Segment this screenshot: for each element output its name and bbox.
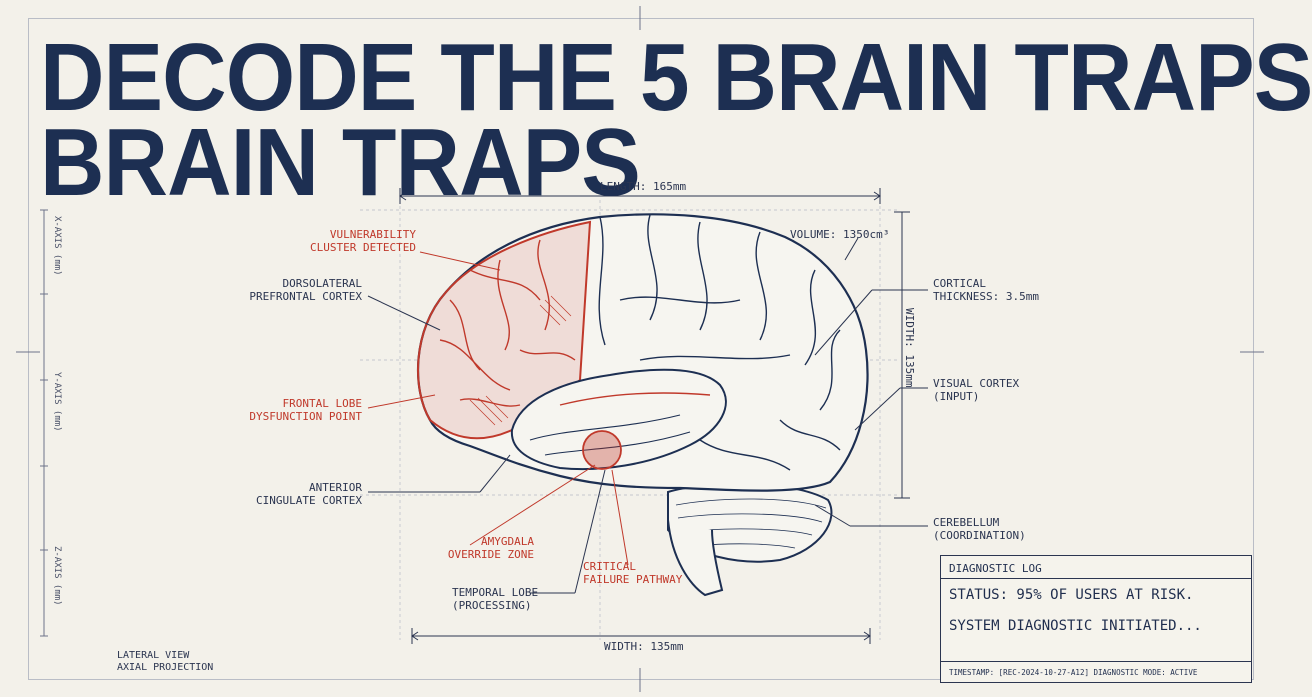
projection-label: AXIAL PROJECTION [117, 662, 214, 673]
log-initiated: SYSTEM DIAGNOSTIC INITIATED... [949, 618, 1202, 634]
dimension-width-vertical [894, 211, 910, 499]
dimension-length [399, 188, 881, 204]
leader-lines-red [367, 251, 629, 566]
view-label: LATERAL VIEW [117, 650, 190, 661]
dorsolateral-label: DORSOLATERAL PREFRONTAL CORTEX [249, 277, 362, 303]
length-dimension-label: LENGTH: 165mm [600, 180, 687, 193]
width-bottom-label: WIDTH: 135mm [604, 640, 684, 653]
page-title-line2: BRAIN TRAPS [40, 109, 641, 216]
y-axis-label: Y-AXIS (mm) [52, 372, 62, 432]
cerebellum-label: CEREBELLUM (COORDINATION) [933, 516, 1026, 542]
log-divider-bottom [941, 661, 1251, 662]
leader-lines-navy [367, 237, 928, 594]
z-axis-label: Z-AXIS (mm) [52, 546, 62, 606]
cortical-thickness-label: CORTICAL THICKNESS: 3.5mm [933, 277, 1039, 303]
page-title: DECODE THE 5 BRAIN TRAPS [40, 24, 1312, 131]
log-divider [941, 578, 1251, 579]
volume-label: VOLUME: 1350cm³ [790, 228, 890, 241]
hatch-patches [469, 295, 572, 426]
temporal-lobe [510, 368, 727, 471]
temporal-lobe-label: TEMPORAL LOBE (PROCESSING) [452, 586, 539, 612]
visual-cortex-label: VISUAL CORTEX (INPUT) [933, 377, 1020, 403]
brain-diagram [16, 6, 1264, 692]
log-title: DIAGNOSTIC LOG [949, 562, 1042, 575]
vulnerability-label: VULNERABILITY CLUSTER DETECTED [310, 228, 416, 254]
amygdala-label: AMYGDALA OVERRIDE ZONE [447, 535, 534, 561]
x-axis-label: X-AXIS (mm) [52, 216, 62, 276]
log-status: STATUS: 95% OF USERS AT RISK. [949, 587, 1194, 603]
frontal-gyri [439, 239, 576, 407]
amygdala-highlight [582, 430, 622, 470]
diagnostic-log-panel: DIAGNOSTIC LOG STATUS: 95% OF USERS AT R… [940, 555, 1252, 683]
log-timestamp: TIMESTAMP: [REC-2024-10-27-A12] DIAGNOST… [949, 668, 1198, 677]
brain-stem [667, 519, 724, 597]
cortical-gyri [598, 214, 841, 471]
frame-ticks [16, 6, 1264, 692]
dimension-width-bottom [411, 628, 871, 644]
blueprint-frame [28, 18, 1254, 680]
frontal-lobe-highlight [417, 220, 592, 440]
width-vertical-label: WIDTH: 135mm [903, 308, 916, 388]
frontal-lobe-label: FRONTAL LOBE DYSFUNCTION POINT [249, 397, 362, 423]
anterior-cingulate-label: ANTERIOR CINGULATE CORTEX [256, 481, 362, 507]
critical-pathway-label: CRITICAL FAILURE PATHWAY [583, 560, 683, 586]
